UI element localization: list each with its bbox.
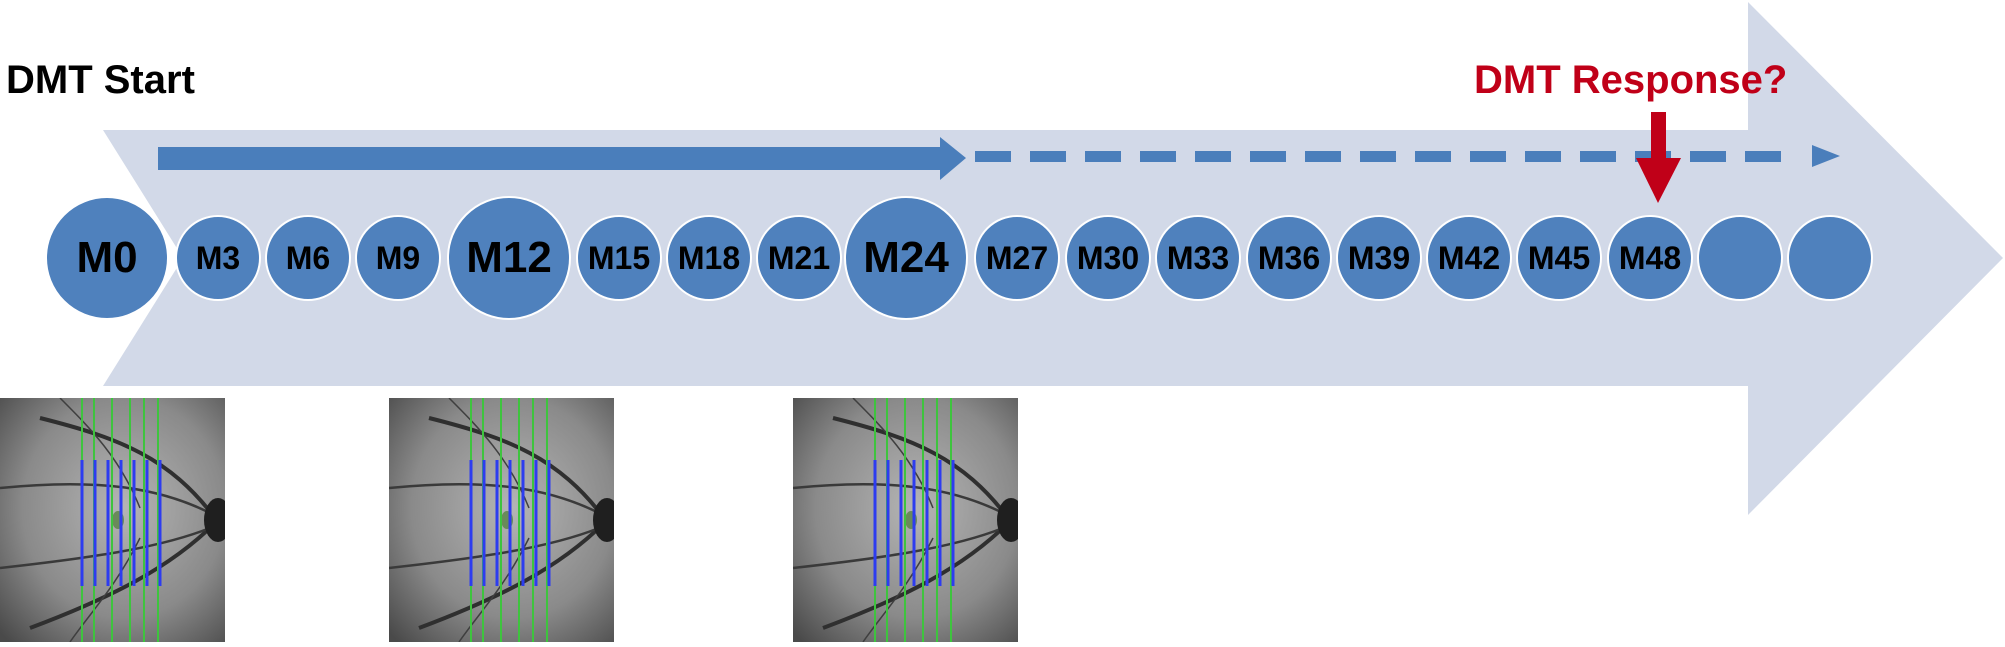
timepoint-unlabeled <box>1787 215 1873 301</box>
timepoint-m15: M15 <box>576 215 662 301</box>
timepoint-m12: M12 <box>447 196 571 320</box>
timepoint-m39: M39 <box>1336 215 1422 301</box>
timepoint-unlabeled <box>1697 215 1783 301</box>
timepoint-m27: M27 <box>974 215 1060 301</box>
response-arrow-shaft <box>1651 112 1666 160</box>
fundus-image-m12 <box>388 397 621 643</box>
fundus-oct-scan-image-icon <box>388 397 621 643</box>
fundus-image-m24 <box>792 397 1025 643</box>
timepoint-m42: M42 <box>1426 215 1512 301</box>
timepoint-m9: M9 <box>355 215 441 301</box>
dmt-start-label: DMT Start <box>6 58 195 102</box>
timepoint-m48: M48 <box>1607 215 1693 301</box>
fundus-oct-scan-image-icon <box>792 397 1025 643</box>
dashed-continuation-line <box>975 151 1781 162</box>
timepoint-m18: M18 <box>666 215 752 301</box>
response-arrow-head <box>1636 158 1681 203</box>
timepoint-m45: M45 <box>1516 215 1602 301</box>
solid-progress-arrowhead <box>940 137 966 180</box>
timepoint-m21: M21 <box>756 215 842 301</box>
timepoint-m36: M36 <box>1246 215 1332 301</box>
solid-progress-line <box>158 147 940 170</box>
timepoint-m33: M33 <box>1155 215 1241 301</box>
fundus-image-m0 <box>0 397 232 643</box>
timepoint-m6: M6 <box>265 215 351 301</box>
timepoint-m30: M30 <box>1065 215 1151 301</box>
dmt-response-label: DMT Response? <box>1474 58 1788 102</box>
timepoint-m0: M0 <box>45 196 169 320</box>
timepoint-m24: M24 <box>844 196 968 320</box>
timepoint-m3: M3 <box>175 215 261 301</box>
dashed-arrowhead <box>1812 145 1840 167</box>
fundus-oct-scan-image-icon <box>0 397 232 643</box>
